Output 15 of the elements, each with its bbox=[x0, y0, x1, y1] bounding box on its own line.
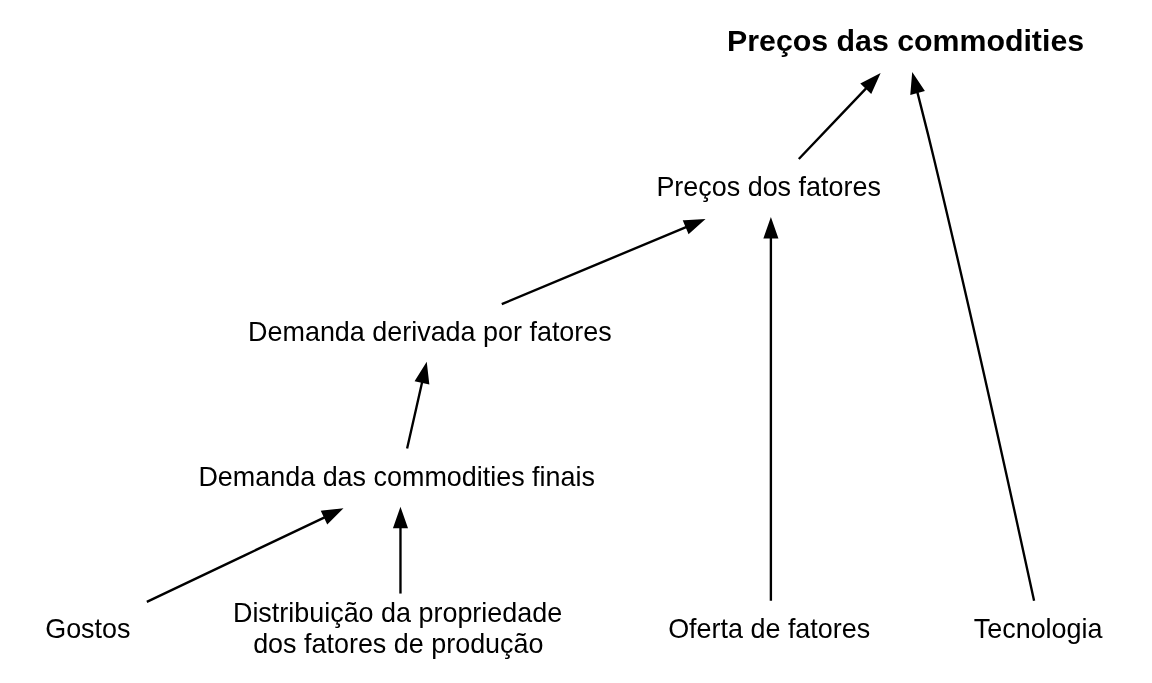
arrow bbox=[910, 72, 1036, 601]
node-text: Distribuição da propriedade dos fatores de produção bbox=[232, 598, 563, 659]
node-text: Demanda das commodities finais bbox=[198, 461, 595, 492]
arrow bbox=[797, 73, 881, 160]
arrow bbox=[146, 508, 344, 603]
arrow bbox=[501, 218, 706, 306]
arrow bbox=[763, 216, 779, 601]
node-text: Preços das commodities bbox=[727, 23, 1085, 57]
arrow bbox=[405, 361, 430, 449]
node-text: Oferta de fatores bbox=[668, 613, 871, 644]
node-text: Gostos bbox=[45, 613, 131, 644]
node-text: Demanda derivada por fatores bbox=[248, 317, 612, 348]
node-text: Tecnologia bbox=[973, 613, 1103, 644]
node-text: Preços dos fatores bbox=[656, 172, 881, 203]
arrow bbox=[392, 506, 409, 594]
